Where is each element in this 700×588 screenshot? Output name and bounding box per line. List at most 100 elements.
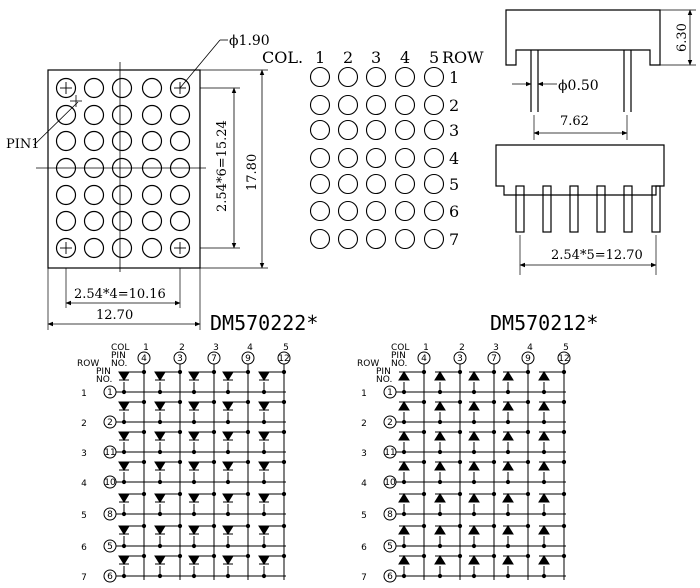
led-diode — [188, 461, 200, 471]
front-dot — [83, 210, 105, 232]
led-diode — [538, 525, 550, 535]
schematic-row-number: 7 — [81, 573, 87, 583]
led-diode — [188, 401, 200, 411]
pin-diameter-label: ϕ0.50 — [558, 78, 599, 94]
led-diode — [398, 555, 410, 565]
led-diode — [188, 431, 200, 441]
row-heading: ROW — [357, 359, 379, 369]
grid-dot — [394, 94, 416, 116]
row-pin-number: 11 — [384, 448, 395, 458]
led-diode — [118, 493, 130, 503]
led-diode — [398, 493, 410, 503]
front-dot — [169, 237, 191, 259]
package-outline — [47, 69, 201, 269]
led-diode — [434, 431, 446, 441]
schematic-col-number: 3 — [213, 343, 219, 353]
grid-col-number: 5 — [429, 48, 439, 67]
led-diode — [538, 493, 550, 503]
grid-dot — [337, 119, 359, 141]
front-dot — [83, 237, 105, 259]
height-label: 17.80 — [245, 154, 260, 191]
bottom-body-outline — [495, 144, 665, 196]
schematic-col-number: 5 — [283, 343, 289, 353]
led-diode — [154, 493, 166, 503]
schematic-col-number: 4 — [527, 343, 533, 353]
led-diode — [538, 555, 550, 565]
grid-dot — [394, 173, 416, 195]
side-pin — [542, 185, 552, 233]
grid-dot — [365, 66, 387, 88]
led-diode — [188, 555, 200, 565]
col-heading: COL — [111, 343, 129, 353]
row-pin-number: 1 — [107, 388, 113, 398]
grid-dot — [337, 94, 359, 116]
grid-dot — [365, 94, 387, 116]
led-diode — [118, 371, 130, 381]
front-dot — [83, 104, 105, 126]
led-diode — [434, 461, 446, 471]
front-dot-grid — [55, 77, 191, 259]
front-dot — [55, 104, 77, 126]
led-diode — [502, 431, 514, 441]
led-diode — [154, 461, 166, 471]
grid-dot — [337, 173, 359, 195]
front-dot — [141, 104, 163, 126]
side-view-top — [505, 9, 696, 140]
led-diode — [222, 525, 234, 535]
col-pin-number: 7 — [491, 354, 497, 364]
side-pin — [515, 185, 525, 233]
front-dot — [83, 77, 105, 99]
side-pin — [623, 185, 633, 233]
col-no-heading: NO. — [391, 359, 407, 369]
front-view — [33, 39, 268, 330]
vpitch-label: 2.54*6=15.24 — [215, 120, 230, 212]
front-dot — [111, 77, 133, 99]
pitch-label: 2.54*5=12.70 — [551, 248, 643, 263]
led-diode — [434, 555, 446, 565]
led-diode — [468, 461, 480, 471]
led-diode — [538, 431, 550, 441]
led-diode — [188, 525, 200, 535]
schematic-row-number: 3 — [361, 449, 367, 459]
row-pin-number: 1 — [387, 388, 393, 398]
led-diode — [154, 431, 166, 441]
led-diode — [258, 461, 270, 471]
schematic-title: DM570222* — [210, 311, 318, 335]
front-dot — [55, 77, 77, 99]
row-pin-number: 2 — [387, 418, 393, 428]
led-diode — [468, 371, 480, 381]
schematic-title: DM570212* — [490, 311, 598, 335]
front-dot — [141, 184, 163, 206]
led-diode — [118, 401, 130, 411]
front-dot — [141, 77, 163, 99]
led-diode — [502, 555, 514, 565]
front-dot — [169, 210, 191, 232]
schematic-row-number: 1 — [81, 389, 87, 399]
col-pin-number: 12 — [558, 354, 569, 364]
side-pin — [596, 185, 606, 233]
led-diode — [398, 525, 410, 535]
grid-dot — [337, 228, 359, 250]
led-diode — [258, 493, 270, 503]
grid-dot — [365, 200, 387, 222]
schematic-col-number: 1 — [143, 343, 149, 353]
led-diode — [258, 525, 270, 535]
grid-dot — [423, 119, 445, 141]
led-diode — [258, 371, 270, 381]
led-diode — [502, 493, 514, 503]
led-diode — [434, 401, 446, 411]
grid-col-number: 3 — [371, 48, 381, 67]
grid-dot — [309, 173, 331, 195]
led-diode — [434, 493, 446, 503]
front-dot — [111, 210, 133, 232]
front-dot — [169, 77, 191, 99]
front-dot — [83, 130, 105, 152]
side-view-bottom — [495, 144, 665, 275]
col-pin-number: 9 — [245, 354, 251, 364]
schematic-col-number: 2 — [179, 343, 185, 353]
col-pin-number: 7 — [211, 354, 217, 364]
grid-dot — [337, 200, 359, 222]
schematic-row-number: 7 — [361, 573, 367, 583]
